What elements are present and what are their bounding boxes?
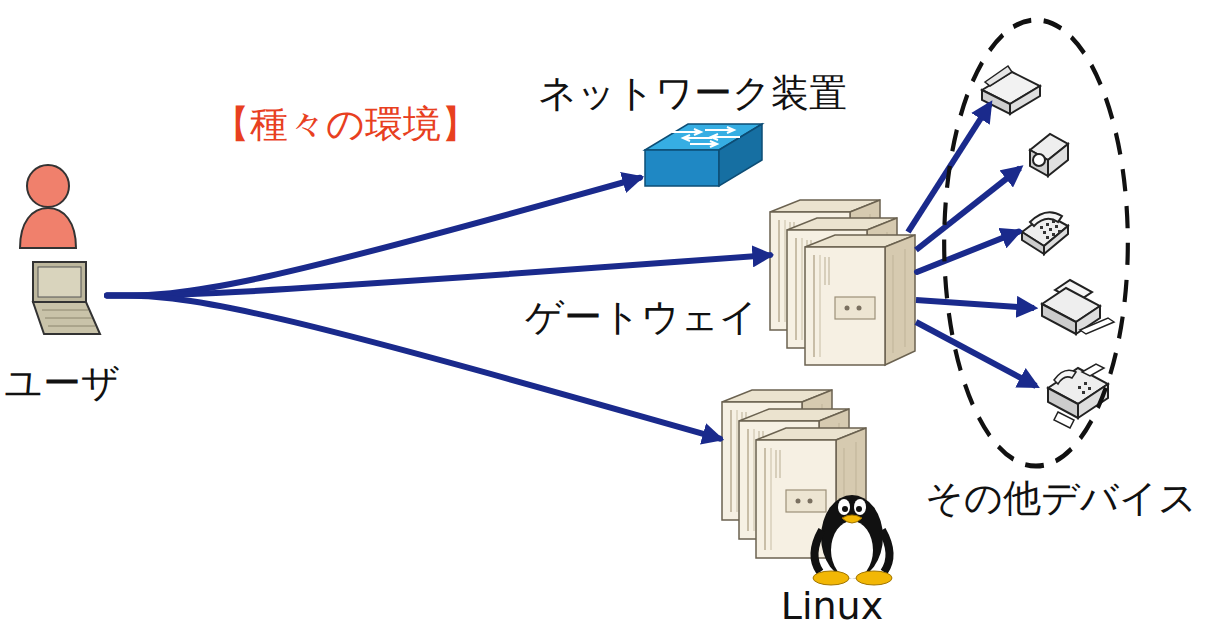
connector-arrow (917, 232, 1019, 272)
projector-icon (1030, 134, 1068, 176)
telephone-icon (1022, 212, 1068, 254)
heading-label: 【種々の環境】 (212, 103, 479, 147)
node-label: ネットワーク装置 (538, 72, 847, 116)
linux-node: Linux (720, 388, 870, 583)
network-device-node: ネットワーク装置 (640, 122, 765, 190)
laptop-icon (33, 262, 100, 334)
device-arrows (908, 104, 1036, 386)
connector-arrow (107, 178, 640, 296)
gateway-node: ゲートウェイ (770, 198, 917, 366)
node-label: ゲートウェイ (525, 296, 758, 340)
user-icon (20, 165, 76, 248)
connector-arrow (107, 255, 770, 295)
network-switch-icon (645, 124, 762, 186)
dashed-ellipse (940, 15, 1132, 471)
printer-icon (1042, 280, 1114, 334)
device-group-node: その他デバイス (940, 15, 1132, 471)
fax-icon (1048, 364, 1108, 428)
node-label: ユーザ (4, 362, 120, 406)
gateway-servers (770, 200, 915, 365)
node-label: Linux (781, 585, 883, 629)
penguin-icon (813, 495, 892, 585)
user-node: ユーザ (15, 155, 107, 340)
node-label: その他デバイス (925, 477, 1197, 521)
